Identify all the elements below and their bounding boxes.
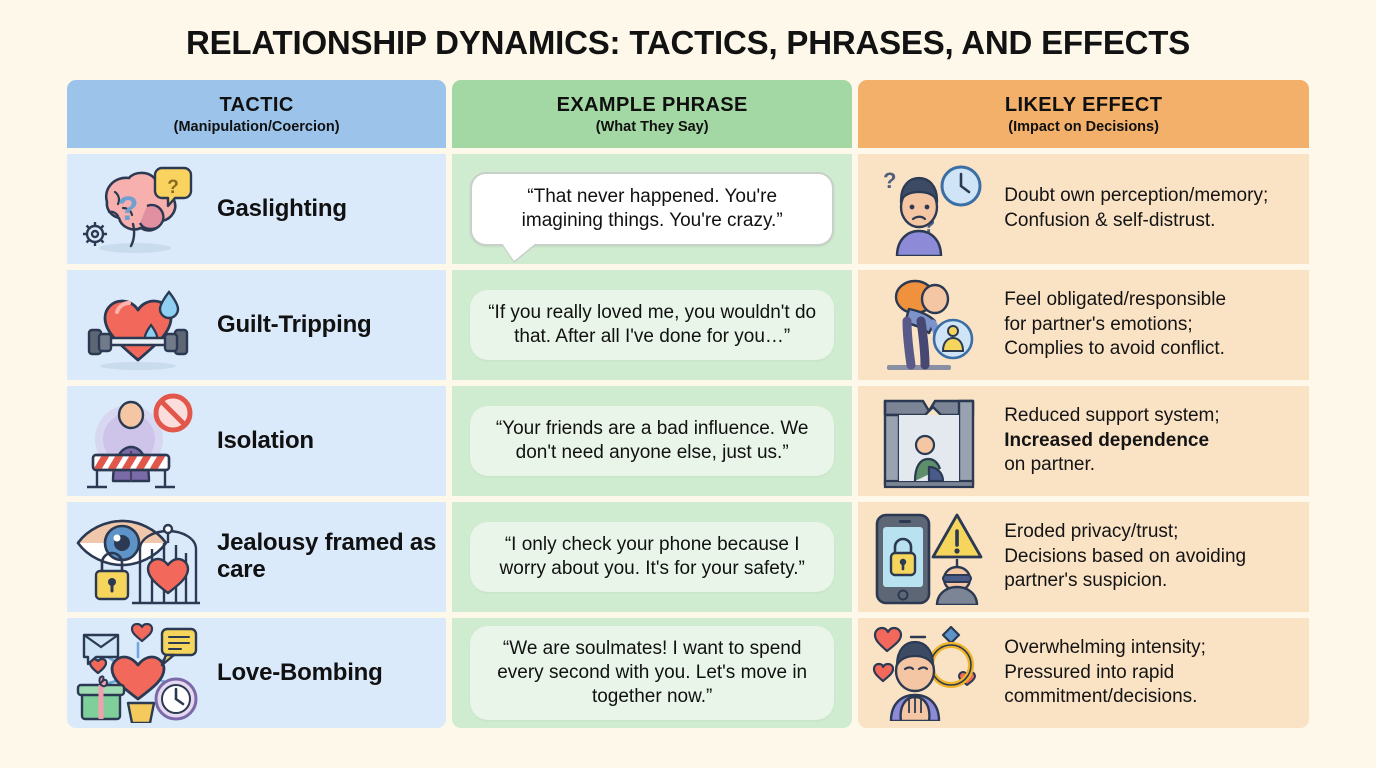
tactic-label: Guilt-Tripping — [217, 310, 372, 338]
tactic-cell: ? ? Gaslighting — [67, 154, 447, 264]
effect-line-1: Eroded privacy/trust; — [1004, 520, 1179, 542]
page-title: RELATIONSHIP DYNAMICS: TACTICS, PHRASES,… — [185, 24, 1191, 61]
tactic-label: Jealousy framed as care — [217, 529, 437, 583]
svg-text:?: ? — [883, 168, 896, 193]
effect-line-1: Overwhelming intensity; — [1004, 636, 1206, 658]
overwhelmed-person-ring-hearts-icon — [864, 624, 994, 722]
phrase-speech-bubble: “If you really loved me, you wouldn't do… — [470, 290, 835, 360]
svg-text:?: ? — [167, 177, 179, 198]
effect-line-2: Confusion & self-distrust. — [1004, 210, 1216, 231]
effect-cell: ? ? Doubt own perception/memory; Co — [858, 154, 1309, 264]
tactic-label: Isolation — [217, 426, 314, 454]
effect-text: Doubt own perception/memory; Confusion &… — [1004, 184, 1276, 233]
header-subtitle-phrase: (What They Say) — [595, 118, 709, 135]
person-in-broken-box-icon — [864, 392, 994, 490]
phrase-speech-bubble: “Your friends are a bad influence. We do… — [470, 406, 835, 476]
header-cell-phrase: EXAMPLE PHRASE (What They Say) — [452, 80, 853, 148]
tactics-table: TACTIC (Manipulation/Coercion) EXAMPLE P… — [67, 80, 1309, 728]
header-title-tactic: TACTIC — [219, 93, 294, 116]
effect-line-1: Reduced support system; — [1004, 404, 1220, 426]
effect-text: Feel obligated/responsible for partner's… — [1004, 288, 1234, 362]
header-subtitle-effect: (Impact on Decisions) — [1008, 118, 1159, 135]
hearts-gifts-messages-burst-icon — [73, 623, 203, 723]
tactic-label: Love-Bombing — [217, 658, 383, 686]
effect-cell: Eroded privacy/trust; Decisions based on… — [858, 502, 1309, 612]
phrase-cell: “I only check your phone because I worry… — [452, 502, 853, 612]
effect-line-3: on partner. — [1004, 454, 1096, 476]
tactic-cell: Jealousy framed as care — [67, 502, 447, 612]
tactic-cell: Love-Bombing — [67, 618, 447, 728]
effect-text: Eroded privacy/trust; Decisions based on… — [1004, 520, 1254, 594]
effect-line-3: Complies to avoid conflict. — [1004, 338, 1225, 360]
brain-question-gear-icon: ? ? — [73, 160, 203, 258]
phrase-cell: “If you really loved me, you wouldn't do… — [452, 270, 853, 380]
effect-line-2: Pressured into rapid — [1004, 661, 1175, 683]
header-title-effect: LIKELY EFFECT — [1004, 93, 1163, 116]
effect-cell: Feel obligated/responsible for partner's… — [858, 270, 1309, 380]
eye-lock-caged-heart-icon — [73, 508, 203, 606]
phrase-cell: “Your friends are a bad influence. We do… — [452, 386, 853, 496]
burdened-person-icon — [864, 276, 994, 374]
header-title-phrase: EXAMPLE PHRASE — [556, 93, 748, 116]
phrase-speech-bubble: “I only check your phone because I worry… — [470, 522, 835, 592]
tactic-cell: Isolation — [67, 386, 447, 496]
effect-line-1: Doubt own perception/memory; — [1004, 185, 1269, 207]
effect-line-1: Feel obligated/responsible — [1004, 288, 1227, 310]
phrase-cell: “We are soulmates! I want to spend every… — [452, 618, 853, 728]
header-cell-tactic: TACTIC (Manipulation/Coercion) — [67, 80, 447, 148]
effect-line-2: for partner's emotions; — [1004, 313, 1193, 335]
effect-cell: Reduced support system; Increased depend… — [858, 386, 1309, 496]
effect-line-2: Decisions based on avoiding — [1004, 545, 1247, 567]
effect-text: Reduced support system; Increased depend… — [1004, 404, 1227, 478]
heart-sweat-barbell-icon — [73, 276, 203, 374]
effect-line-3: commitment/decisions. — [1004, 686, 1198, 708]
table-row: Jealousy framed as care “I only check yo… — [67, 502, 1309, 612]
effect-line-2-bold: Increased dependence — [1004, 429, 1210, 451]
tactic-label: Gaslighting — [217, 194, 347, 222]
phrase-speech-bubble: “We are soulmates! I want to spend every… — [470, 626, 835, 720]
header-subtitle-tactic: (Manipulation/Coercion) — [173, 118, 340, 135]
table-row: ? ? Gaslighting “That never happened. Yo… — [67, 154, 1309, 264]
header-cell-effect: LIKELY EFFECT (Impact on Decisions) — [858, 80, 1309, 148]
table-row: Love-Bombing “We are soulmates! I want t… — [67, 618, 1309, 728]
confused-person-clock-question-icon: ? ? — [864, 160, 994, 258]
table-row: Isolation “Your friends are a bad influe… — [67, 386, 1309, 496]
tactic-cell: Guilt-Tripping — [67, 270, 447, 380]
effect-line-3: partner's suspicion. — [1004, 570, 1168, 592]
table-row: Guilt-Tripping “If you really loved me, … — [67, 270, 1309, 380]
table-header-row: TACTIC (Manipulation/Coercion) EXAMPLE P… — [67, 80, 1309, 148]
svg-text:?: ? — [118, 190, 139, 228]
effect-text: Overwhelming intensity; Pressured into r… — [1004, 636, 1214, 710]
phrase-cell: “That never happened. You're imagining t… — [452, 154, 853, 264]
person-barrier-prohibited-icon — [73, 392, 203, 490]
effect-cell: Overwhelming intensity; Pressured into r… — [858, 618, 1309, 728]
phrase-speech-bubble: “That never happened. You're imagining t… — [470, 172, 835, 246]
phone-lock-warning-spy-icon — [864, 508, 994, 606]
